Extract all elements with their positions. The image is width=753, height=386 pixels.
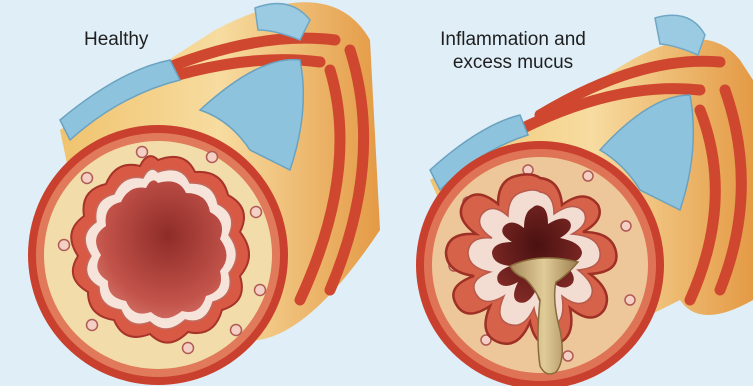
healthy-bronchus	[28, 2, 380, 385]
inflammation-label: Inflammation and excess mucus	[418, 28, 608, 74]
inflammation-label-line1: Inflammation and	[418, 28, 608, 51]
inflammation-label-line2: excess mucus	[418, 51, 608, 74]
healthy-label: Healthy	[84, 28, 148, 51]
